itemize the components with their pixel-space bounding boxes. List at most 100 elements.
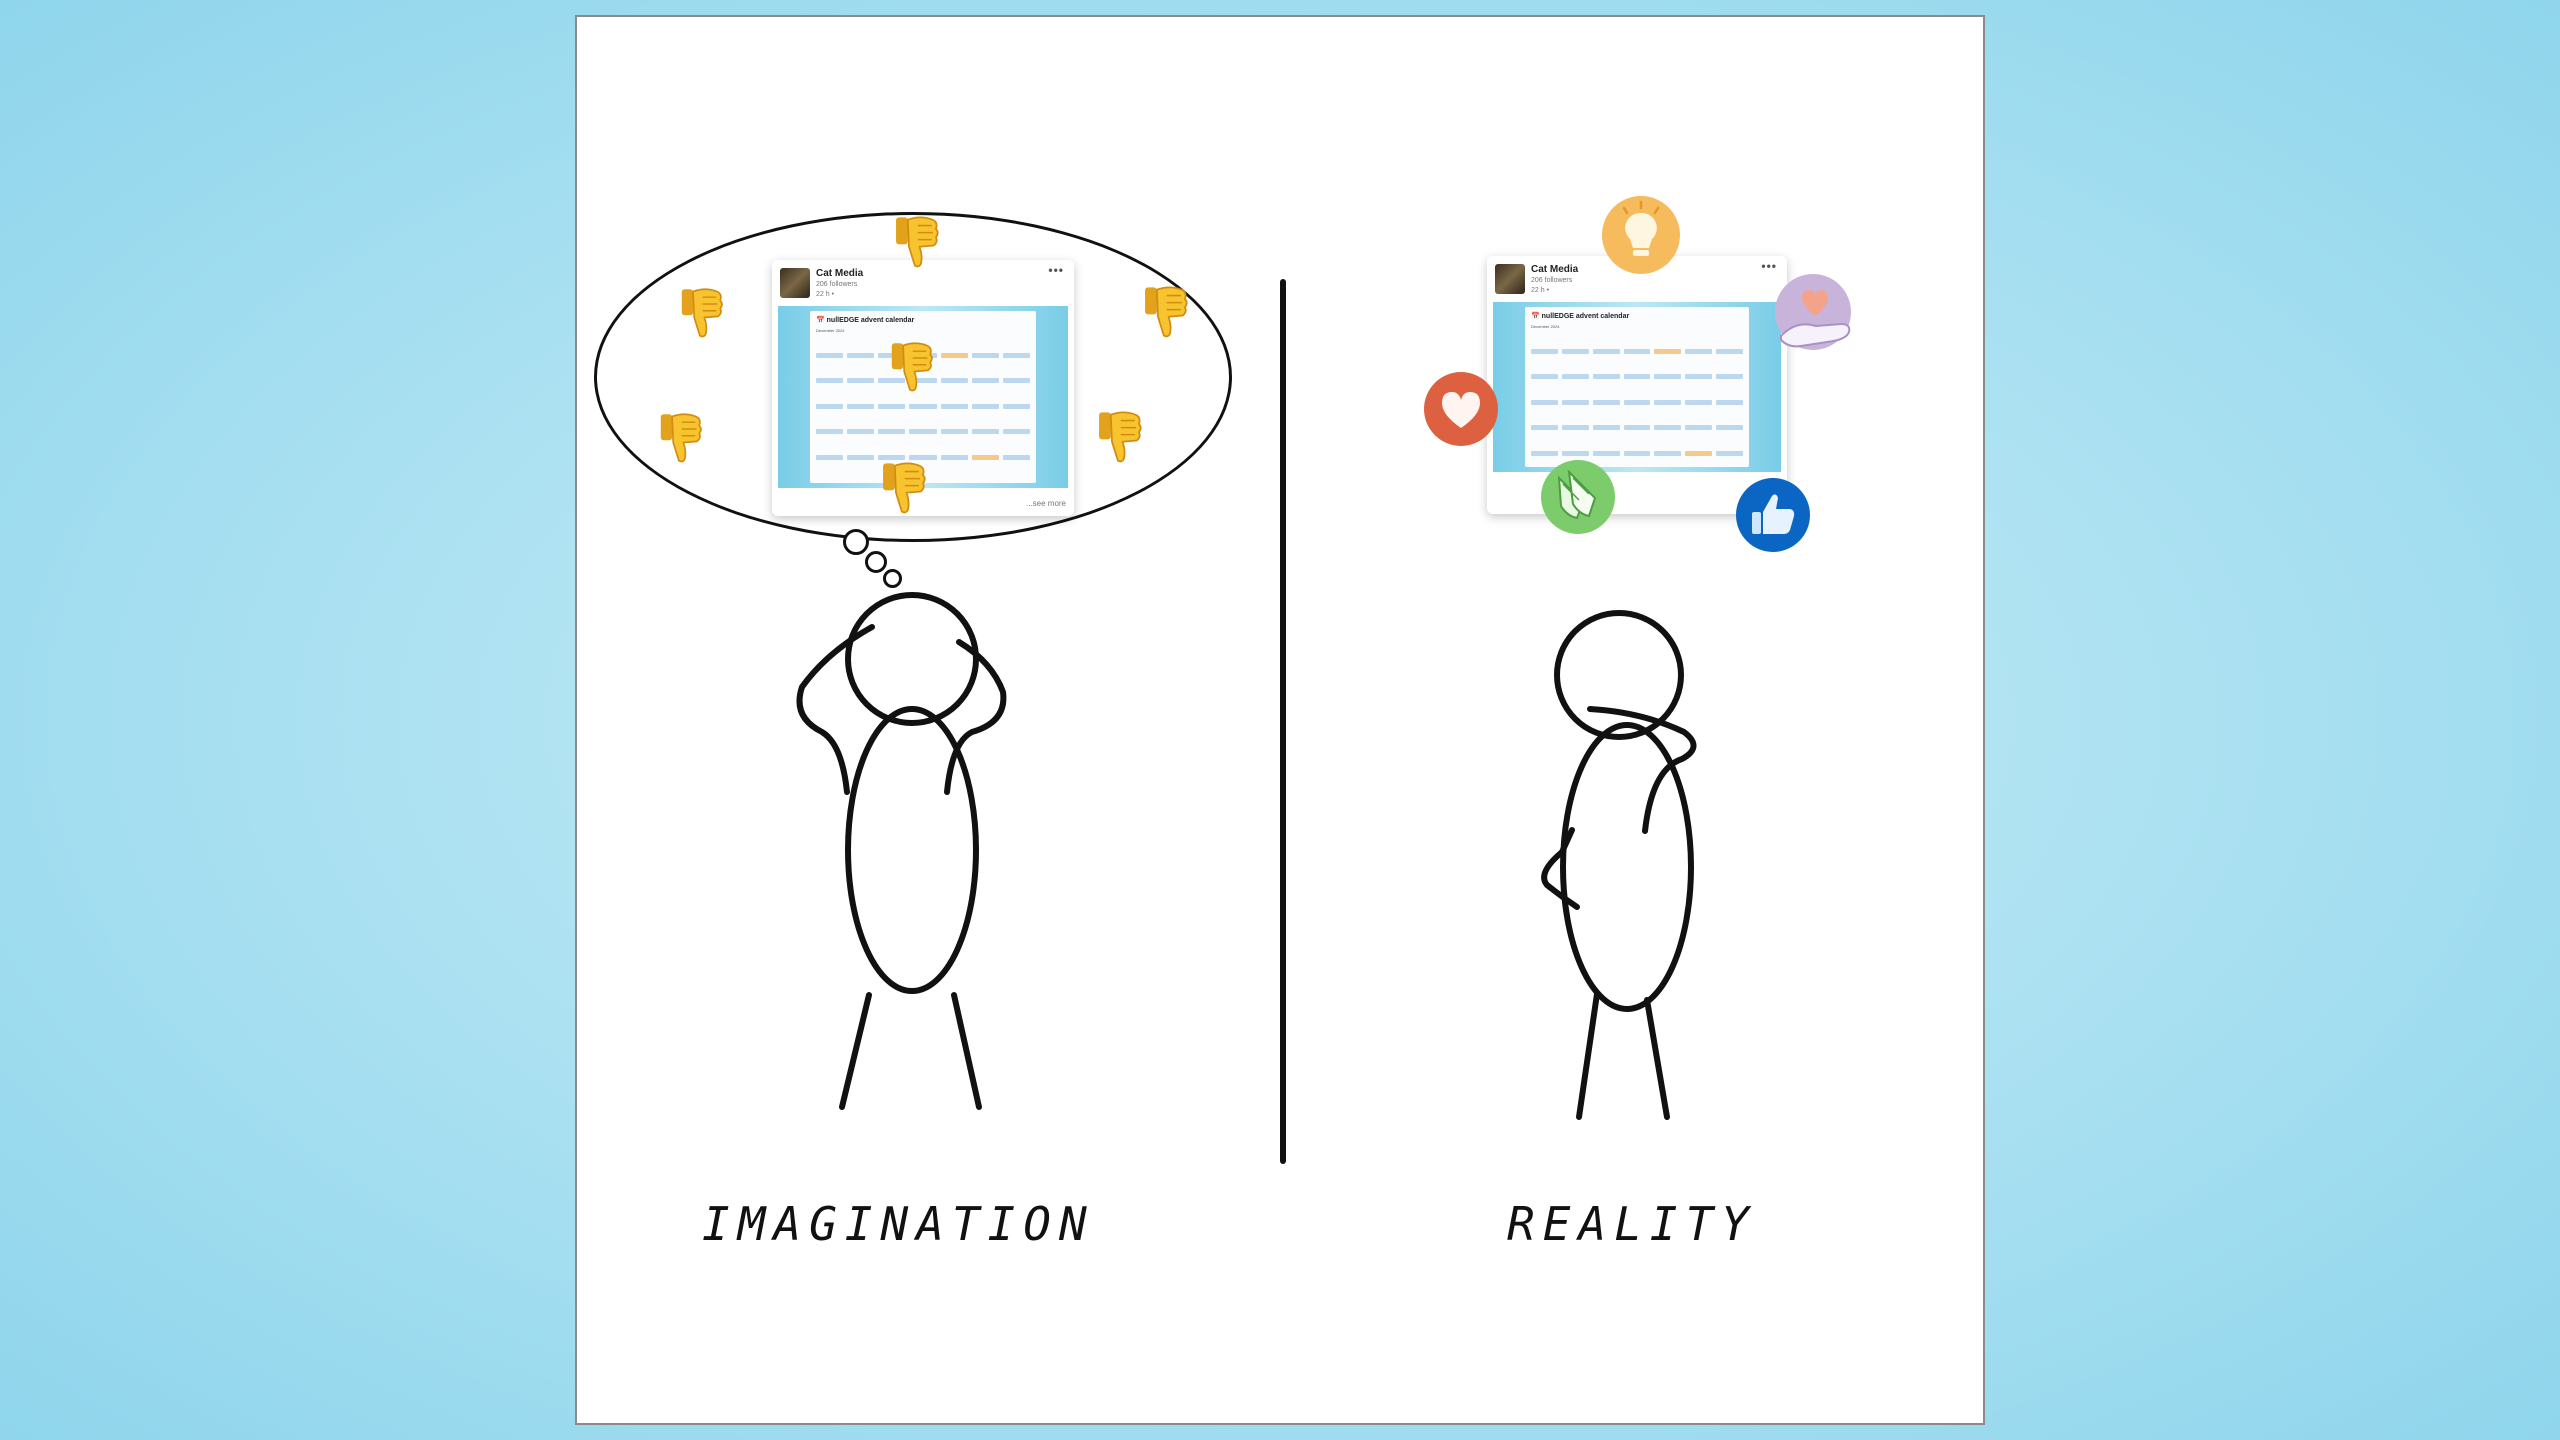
post-followers: 206 followers [816, 281, 858, 288]
calendar-cell [1531, 385, 1558, 405]
love-reaction-icon [1424, 372, 1498, 446]
calendar-grid [1531, 334, 1743, 456]
calendar-cell [1002, 389, 1031, 409]
calendar-month: December 2024 [816, 328, 845, 333]
cat-avatar [1495, 264, 1525, 294]
calendar-cell [1654, 411, 1682, 431]
calendar-cell [1531, 360, 1558, 380]
insightful-reaction-icon [1602, 196, 1680, 274]
calendar-cell [878, 415, 906, 435]
calendar-cell [1685, 334, 1713, 354]
calendar-cell [878, 440, 906, 460]
support-reaction-icon [1775, 274, 1851, 350]
calendar-cell [940, 415, 968, 435]
illustration-canvas: Cat Media 206 followers 22 h • ••• 📅 nul… [575, 15, 1985, 1425]
panel-divider [1280, 279, 1286, 1164]
calendar-cell [847, 364, 875, 384]
calendar-cell [1654, 360, 1682, 380]
calendar-cell [1592, 360, 1620, 380]
post-header: Cat Media 206 followers 22 h • ••• [772, 260, 1074, 306]
thumbs-down-icon [1095, 410, 1143, 464]
calendar-cell [847, 338, 875, 358]
calendar-cell [816, 364, 844, 384]
calendar-grid [816, 338, 1031, 460]
calendar-cell [1002, 364, 1031, 384]
thumbs-down-icon [678, 287, 724, 339]
post-header: Cat Media 206 followers 22 h • ••• [1487, 256, 1787, 302]
calendar-cell [1716, 385, 1743, 405]
calendar-cell [1623, 334, 1651, 354]
thought-circle-small [883, 569, 902, 588]
calendar-cell [1685, 436, 1713, 456]
calendar-cell [1002, 415, 1031, 435]
linkedin-post-actual: Cat Media 206 followers 22 h • ••• 📅 nul… [1487, 256, 1787, 514]
thumbs-down-icon [879, 461, 927, 515]
calendar-cell [1592, 436, 1620, 456]
calendar-cell [909, 364, 937, 384]
linkedin-post-imagined: Cat Media 206 followers 22 h • ••• 📅 nul… [772, 260, 1074, 516]
thumbs-down-icon [1141, 285, 1189, 339]
calendar-cell [940, 389, 968, 409]
calendar-cell [909, 415, 937, 435]
calendar-cell [1654, 436, 1682, 456]
post-time: 22 h • [816, 291, 835, 298]
calendar-cell [1623, 385, 1651, 405]
like-reaction-icon [1736, 478, 1810, 552]
calendar-cell [878, 364, 906, 384]
advent-calendar-image: 📅 nullEDGE advent calendar December 2024 [810, 311, 1036, 483]
post-image: 📅 nullEDGE advent calendar December 2024 [778, 306, 1068, 488]
calendar-cell [940, 440, 968, 460]
calendar-cell [1592, 385, 1620, 405]
calendar-cell [1716, 436, 1743, 456]
calendar-cell [1685, 360, 1713, 380]
advent-calendar-image: 📅 nullEDGE advent calendar December 2024 [1525, 307, 1749, 467]
calendar-cell [971, 415, 999, 435]
calendar-cell [1561, 334, 1589, 354]
calendar-cell [971, 338, 999, 358]
more-options-icon: ••• [1048, 263, 1064, 277]
calendar-cell [971, 364, 999, 384]
reality-caption: REALITY [1507, 1197, 1757, 1251]
calendar-cell [1654, 385, 1682, 405]
calendar-cell [816, 415, 844, 435]
calendar-cell [1716, 360, 1743, 380]
calendar-cell [971, 389, 999, 409]
calendar-cell [1685, 411, 1713, 431]
calendar-cell [1561, 385, 1589, 405]
calendar-cell [1592, 334, 1620, 354]
thumbs-down-icon [892, 215, 940, 269]
calendar-cell [1623, 360, 1651, 380]
calendar-cell [1623, 411, 1651, 431]
thought-circle-medium [865, 551, 887, 573]
see-more-link: ...see more [1025, 499, 1066, 508]
calendar-cell [847, 389, 875, 409]
calendar-cell [1592, 411, 1620, 431]
calendar-cell [1531, 334, 1558, 354]
imagination-caption: IMAGINATION [702, 1197, 1095, 1251]
calendar-cell [1654, 334, 1682, 354]
post-time: 22 h • [1531, 287, 1550, 294]
calendar-cell [1716, 334, 1743, 354]
more-options-icon: ••• [1761, 259, 1777, 273]
post-followers: 206 followers [1531, 277, 1573, 284]
calendar-cell [909, 389, 937, 409]
calendar-cell [847, 440, 875, 460]
post-author: Cat Media [816, 268, 864, 279]
calendar-cell [816, 389, 844, 409]
calendar-cell [971, 440, 999, 460]
calendar-cell [847, 415, 875, 435]
thought-circle-large [843, 529, 869, 555]
stick-figure-confident [1541, 610, 1697, 1120]
calendar-month: December 2024 [1531, 324, 1560, 329]
calendar-cell [940, 338, 968, 358]
calendar-cell [878, 389, 906, 409]
thumbs-down-icon [657, 412, 703, 464]
post-image: 📅 nullEDGE advent calendar December 2024 [1493, 302, 1781, 472]
calendar-cell [1561, 411, 1589, 431]
calendar-title: 📅 nullEDGE advent calendar [1531, 313, 1630, 320]
calendar-cell [1531, 436, 1558, 456]
calendar-cell [1685, 385, 1713, 405]
cat-avatar [780, 268, 810, 298]
calendar-cell [940, 364, 968, 384]
calendar-cell [816, 338, 844, 358]
